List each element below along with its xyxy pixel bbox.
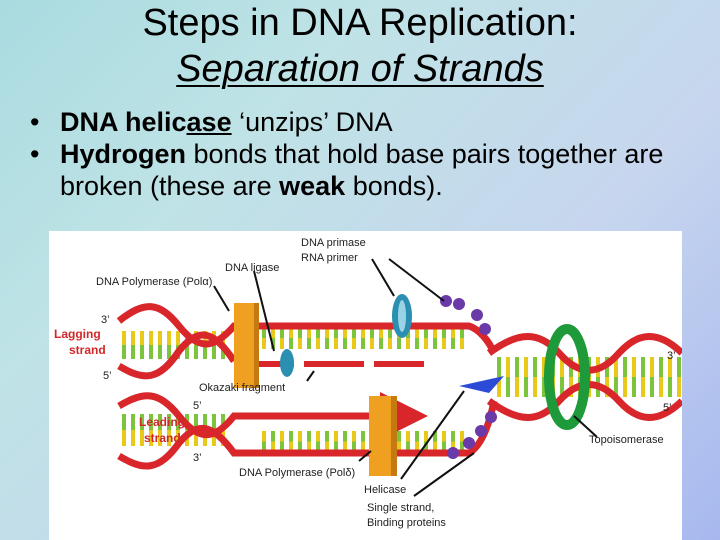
label-lagging: Lagging <box>54 327 101 341</box>
label-dna-ligase: DNA ligase <box>225 262 279 274</box>
label-ssb-1: Single strand, <box>367 502 434 514</box>
topoisomerase-enzyme <box>544 324 590 430</box>
bullet1-text: ‘unzips’ DNA <box>231 107 393 137</box>
label-3prime-b: 3’ <box>193 452 202 464</box>
bullet2-text-b: bonds). <box>345 171 443 201</box>
label-ssb-2: Binding proteins <box>367 517 446 529</box>
bullet2-bold-weak: weak <box>279 171 346 201</box>
bullet1-bold: DNA helic <box>60 107 187 137</box>
label-3prime-right: 3’ <box>667 350 676 362</box>
label-okazaki: Okazaki fragment <box>199 382 285 394</box>
bullet-list: • DNA helicase ‘unzips’ DNA • Hydrogen b… <box>30 106 710 202</box>
diagram-svg: DNA primase RNA primer DNA ligase DNA Po… <box>54 237 682 529</box>
label-rna-primer: RNA primer <box>301 252 358 264</box>
pointer-lines <box>213 258 598 497</box>
bullet2-text-a: bonds that hold base pairs together are … <box>60 139 664 201</box>
label-3prime-a: 3’ <box>101 314 110 326</box>
polymerase-delta <box>369 396 391 476</box>
bullet-dot: • <box>30 139 40 169</box>
label-5prime-right: 5’ <box>663 402 672 414</box>
label-polymerase-alpha: DNA Polymerase (Polα) <box>96 276 212 288</box>
helicase-enzyme <box>459 376 504 393</box>
label-leading: Leading <box>139 415 185 429</box>
label-helicase: Helicase <box>364 484 406 496</box>
label-5prime-a: 5’ <box>103 370 112 382</box>
label-topoisomerase: Topoisomerase <box>589 434 664 446</box>
slide-title: Steps in DNA Replication: Separation of … <box>0 0 720 92</box>
bullet-dot: • <box>30 107 40 137</box>
label-dna-primase: DNA primase <box>301 237 366 249</box>
title-line-2: Separation of Strands <box>176 48 544 90</box>
bullet2-bold: Hydrogen <box>60 139 187 169</box>
polymerase-alpha <box>234 303 254 388</box>
title-line-1: Steps in DNA Replication: <box>142 2 578 44</box>
bullet-hydrogen-bonds: • Hydrogen bonds that hold base pairs to… <box>30 138 710 202</box>
bullet1-bold-underlined: ase <box>186 107 232 137</box>
ligase-enzyme <box>280 349 294 377</box>
ssb-proteins <box>440 295 497 459</box>
dna-replication-diagram: DNA primase RNA primer DNA ligase DNA Po… <box>49 231 682 540</box>
label-5prime-b: 5’ <box>193 400 202 412</box>
label-leading-strand: strand <box>144 431 181 445</box>
lagging-strand-helix <box>116 303 498 380</box>
label-lagging-strand: strand <box>69 343 106 357</box>
label-polymerase-delta: DNA Polymerase (Polδ) <box>239 467 355 479</box>
bullet-helicase: • DNA helicase ‘unzips’ DNA <box>30 106 710 138</box>
